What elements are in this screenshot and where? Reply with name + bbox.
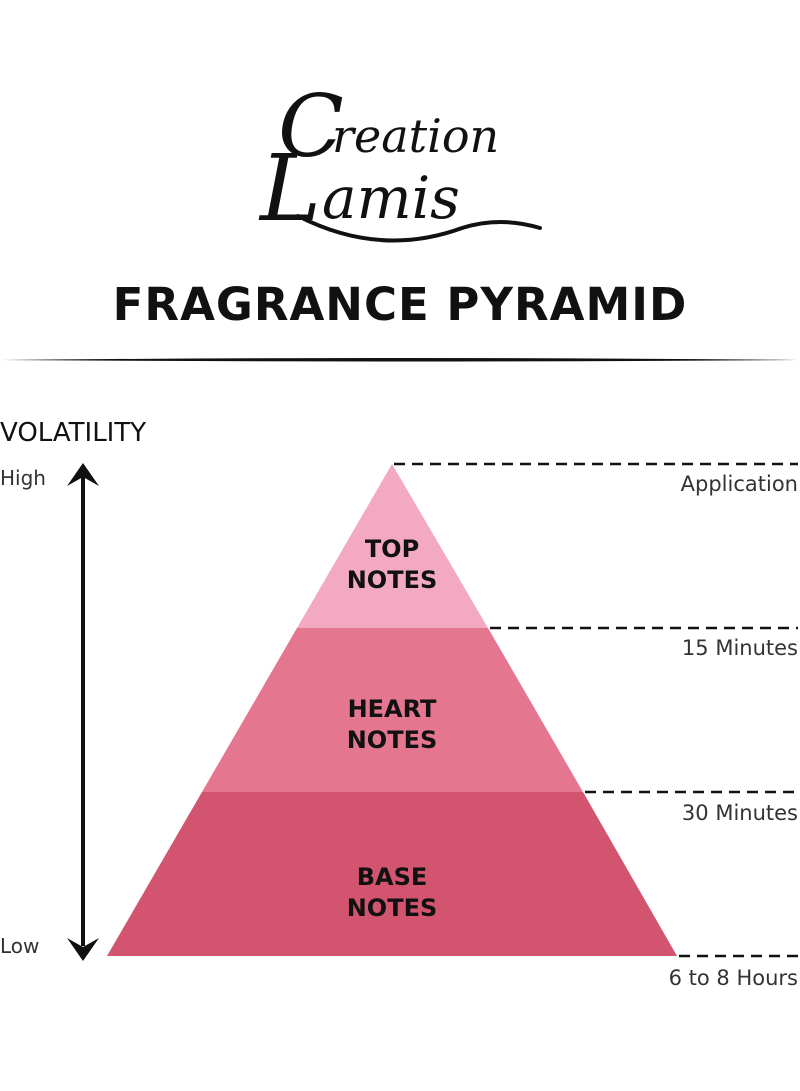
fragrance-pyramid xyxy=(67,462,798,961)
time-6-to-8-hours: 6 to 8 Hours xyxy=(668,966,798,990)
svg-text:reation: reation xyxy=(332,109,499,163)
top-notes-tier xyxy=(297,464,488,628)
volatility-axis-title: VOLATILITY xyxy=(0,418,147,448)
volatility-low-label: Low xyxy=(0,934,40,958)
svg-text:C: C xyxy=(278,90,344,177)
heart-notes-tier xyxy=(202,628,583,792)
svg-text:amis: amis xyxy=(322,164,460,232)
brand-logo: C reation L amis xyxy=(258,90,542,243)
volatility-arrow xyxy=(67,463,99,961)
arrow-up-icon xyxy=(67,463,99,486)
time-30-minutes: 30 Minutes xyxy=(681,801,798,825)
base-notes-tier xyxy=(107,792,677,956)
arrow-down-icon xyxy=(67,938,99,961)
time-15-minutes: 15 Minutes xyxy=(681,636,798,660)
title-divider xyxy=(2,358,798,362)
time-application: Application xyxy=(680,472,798,496)
base-notes-label: BASE NOTES xyxy=(346,863,438,922)
volatility-high-label: High xyxy=(0,466,46,490)
top-notes-label: TOP NOTES xyxy=(346,535,438,594)
heart-notes-label: HEART NOTES xyxy=(346,695,438,754)
page-title: FRAGRANCE PYRAMID xyxy=(112,278,688,331)
svg-text:L: L xyxy=(258,135,321,242)
